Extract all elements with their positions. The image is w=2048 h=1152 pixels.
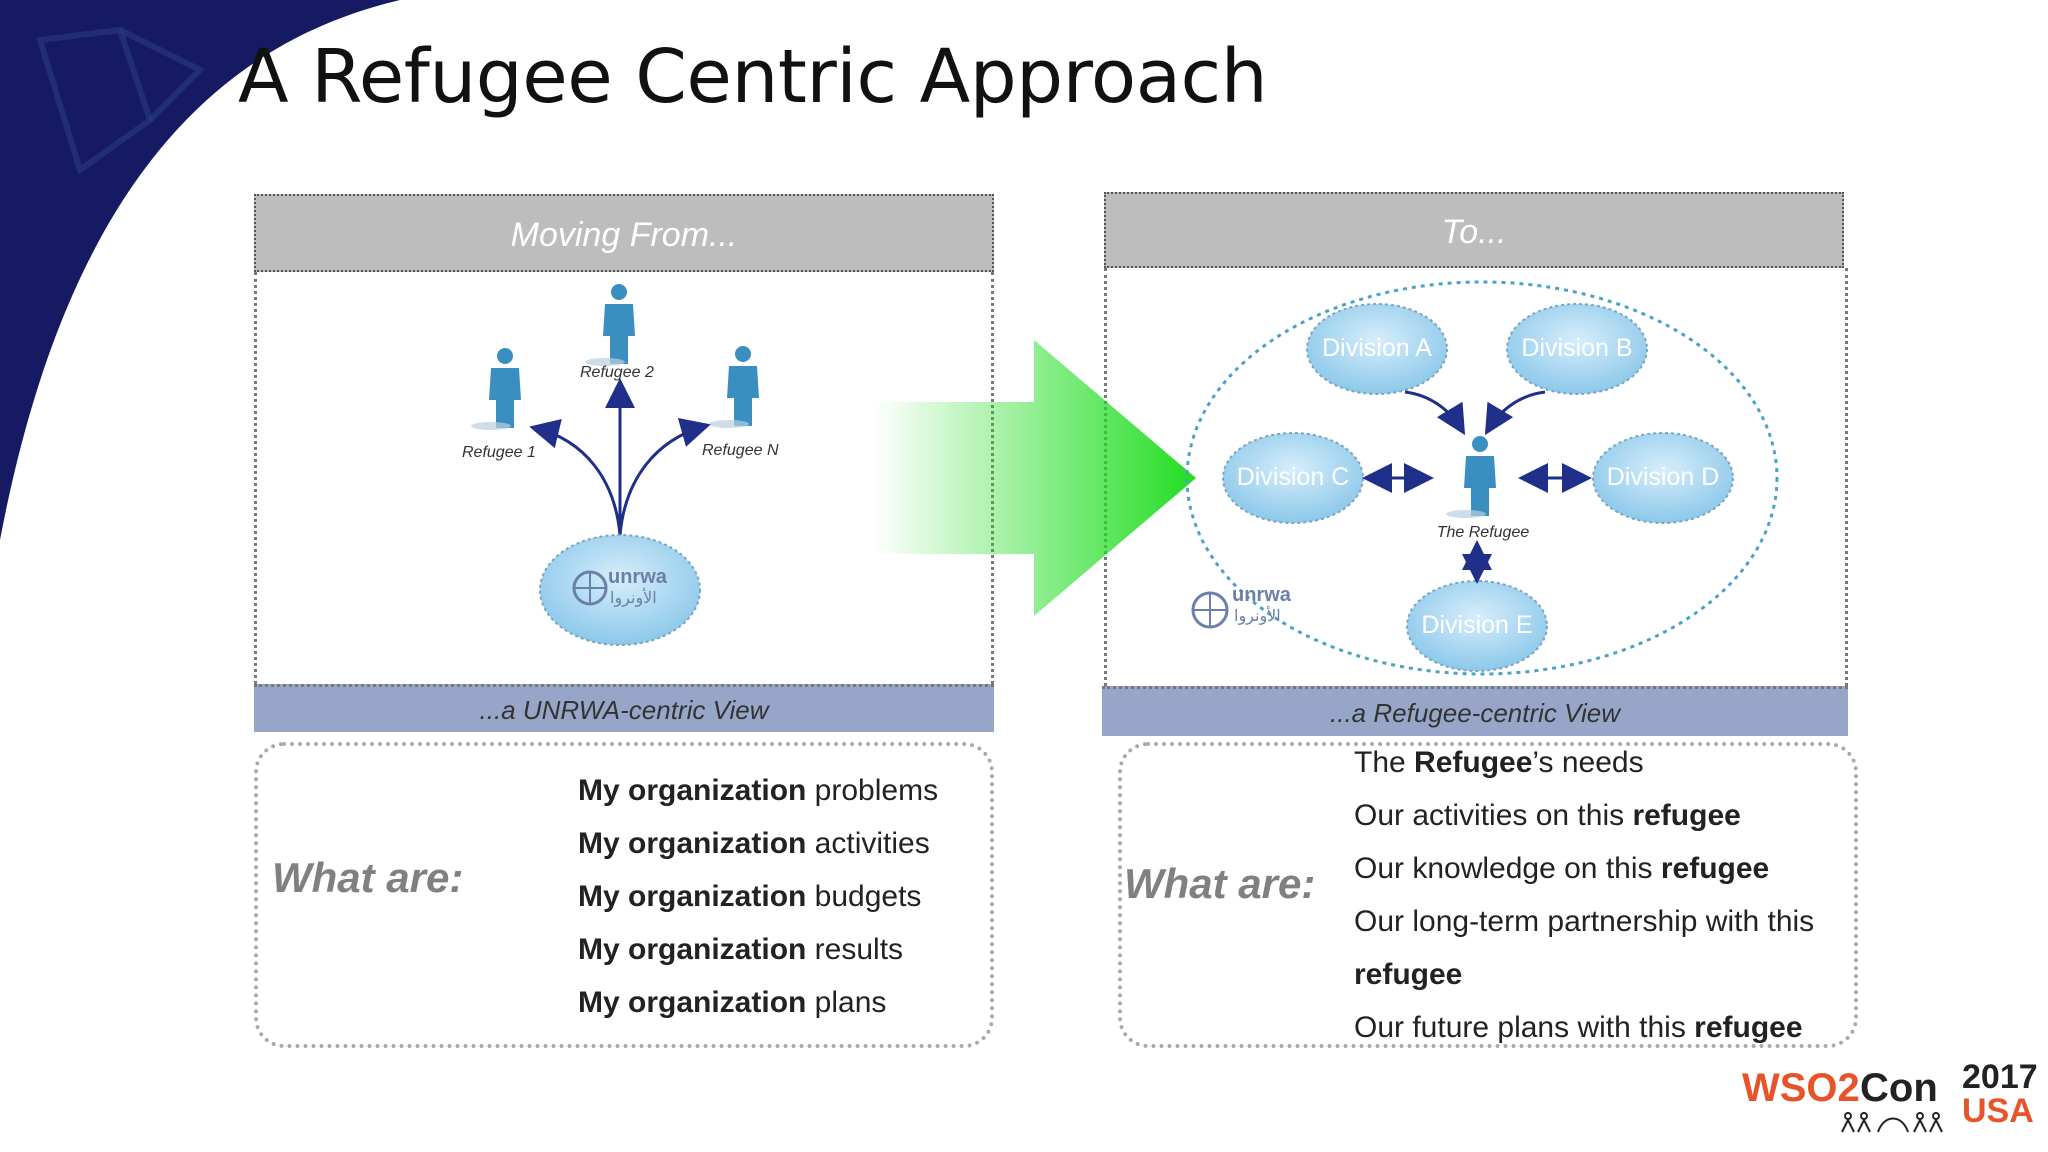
- right-what-label: What are:: [1124, 860, 1316, 907]
- left-diagram-panel: [254, 272, 994, 684]
- left-lines: My organization problems My organization…: [578, 764, 938, 1029]
- right-line-3: Our knowledge on this refugee: [1354, 852, 1770, 885]
- unrwa-logo-arabic-right: الأونروا: [1234, 608, 1281, 625]
- right-line-5: refugee: [1354, 958, 1463, 991]
- unrwa-logo-text-right: unrwa: [1232, 584, 1291, 606]
- corner-swoosh-decoration: [0, 0, 400, 540]
- right-header: To...: [1104, 192, 1844, 268]
- right-lines: The Refugee’s needs Our activities on th…: [1354, 736, 1814, 1054]
- slide-title: A Refugee Centric Approach: [238, 34, 1268, 120]
- logo-year: 2017: [1962, 1058, 2038, 1096]
- left-header: Moving From...: [254, 194, 994, 272]
- label-refugee-1: Refugee 1: [462, 444, 536, 461]
- logo-con: Con: [1860, 1066, 1938, 1110]
- right-line-4: Our long-term partnership with this: [1354, 905, 1815, 938]
- label-refugee-n: Refugee N: [702, 442, 779, 459]
- left-line-1: My organization problems: [578, 774, 939, 807]
- left-line-3: My organization budgets: [578, 880, 922, 913]
- division-e-label: Division E: [1421, 611, 1533, 639]
- unrwa-logo-text: unrwa: [608, 566, 667, 588]
- right-what-box: [1118, 742, 1858, 1048]
- division-b-label: Division B: [1521, 334, 1633, 362]
- label-refugee-2: Refugee 2: [580, 364, 654, 381]
- left-line-4: My organization results: [578, 933, 904, 966]
- right-footer: ...a Refugee-centric View: [1102, 686, 1848, 736]
- logo-wso2: WSO2: [1742, 1066, 1860, 1110]
- the-refugee-label: The Refugee: [1436, 524, 1530, 541]
- right-line-6: Our future plans with this refugee: [1354, 1011, 1803, 1044]
- left-footer: ...a UNRWA-centric View: [254, 684, 994, 732]
- left-line-5: My organization plans: [578, 986, 887, 1019]
- left-what-box: [254, 742, 994, 1048]
- division-d-label: Division D: [1606, 463, 1720, 491]
- division-a-label: Division A: [1322, 334, 1432, 362]
- left-line-2: My organization activities: [578, 827, 930, 860]
- logo-people-icon: [1841, 1112, 1943, 1133]
- right-line-2: Our activities on this refugee: [1354, 799, 1741, 832]
- unrwa-logo-arabic: الأونروا: [610, 590, 657, 607]
- left-what-label: What are:: [272, 854, 464, 901]
- wso2con-logo: WSO2 Con 2017 USA: [1742, 1052, 2038, 1142]
- division-c-label: Division C: [1236, 463, 1350, 491]
- logo-region: USA: [1962, 1092, 2034, 1130]
- right-line-1: The Refugee’s needs: [1354, 746, 1644, 779]
